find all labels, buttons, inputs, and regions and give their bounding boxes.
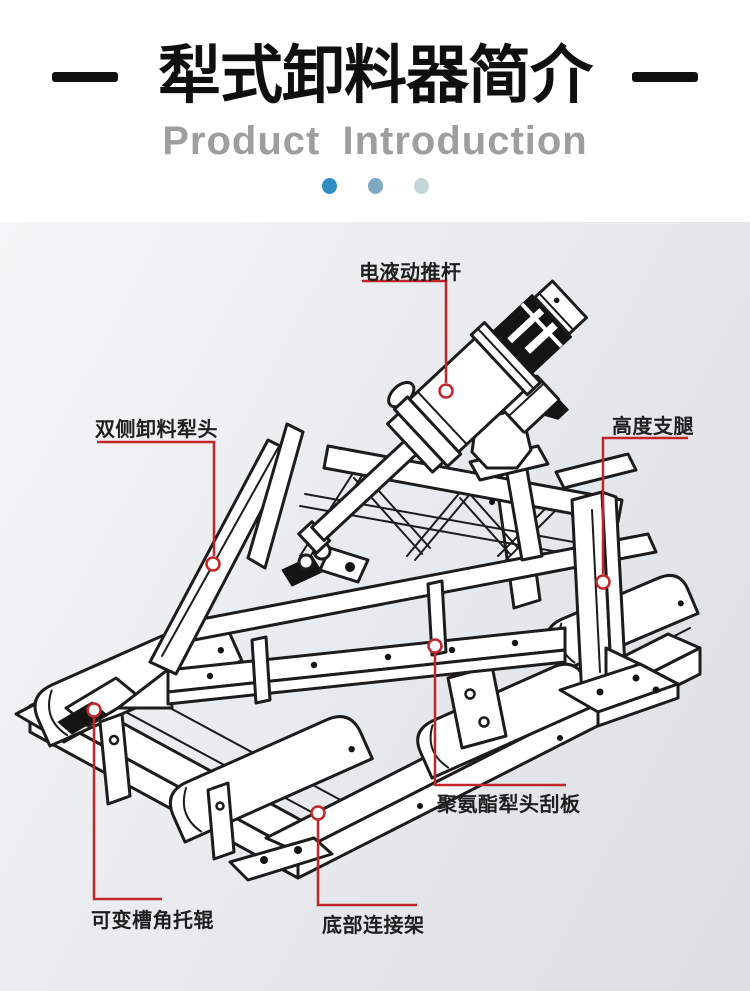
callout-scraper — [427, 638, 566, 787]
label-plow-head: 双侧卸料犁头 — [95, 419, 218, 441]
callout-support-leg — [595, 436, 688, 590]
idler-post-1 — [98, 712, 132, 806]
title-dash-right — [632, 71, 698, 82]
label-scraper: 聚氨酯犁头刮板 — [437, 794, 581, 816]
title-dash-left — [52, 71, 118, 82]
label-bottom-frame: 底部连接架 — [322, 915, 425, 937]
decorative-dots — [0, 178, 750, 195]
callout-idler — [86, 702, 162, 901]
callout-push-rod — [362, 279, 454, 399]
label-support-leg: 高度支腿 — [612, 416, 694, 438]
page-subtitle: Product Introduction — [162, 119, 588, 164]
page-title: 犁式卸料器简介 — [158, 41, 593, 111]
machine-line-drawing — [14, 279, 702, 882]
callout-plow-head — [97, 440, 221, 572]
title-row: 犁式卸料器简介 — [0, 41, 750, 111]
label-push-rod: 电液动推杆 — [359, 262, 462, 284]
dot-3 — [413, 178, 429, 195]
actuator-assembly — [297, 279, 588, 555]
callout-bottom-frame — [310, 805, 417, 907]
callouts — [86, 279, 688, 907]
idler-post-2 — [206, 781, 236, 861]
label-idler: 可变槽角托辊 — [91, 910, 214, 932]
dot-2 — [367, 178, 383, 195]
rod-linkage — [281, 541, 370, 587]
dot-1 — [321, 178, 337, 195]
header: 犁式卸料器简介 Product Introduction — [0, 0, 750, 222]
